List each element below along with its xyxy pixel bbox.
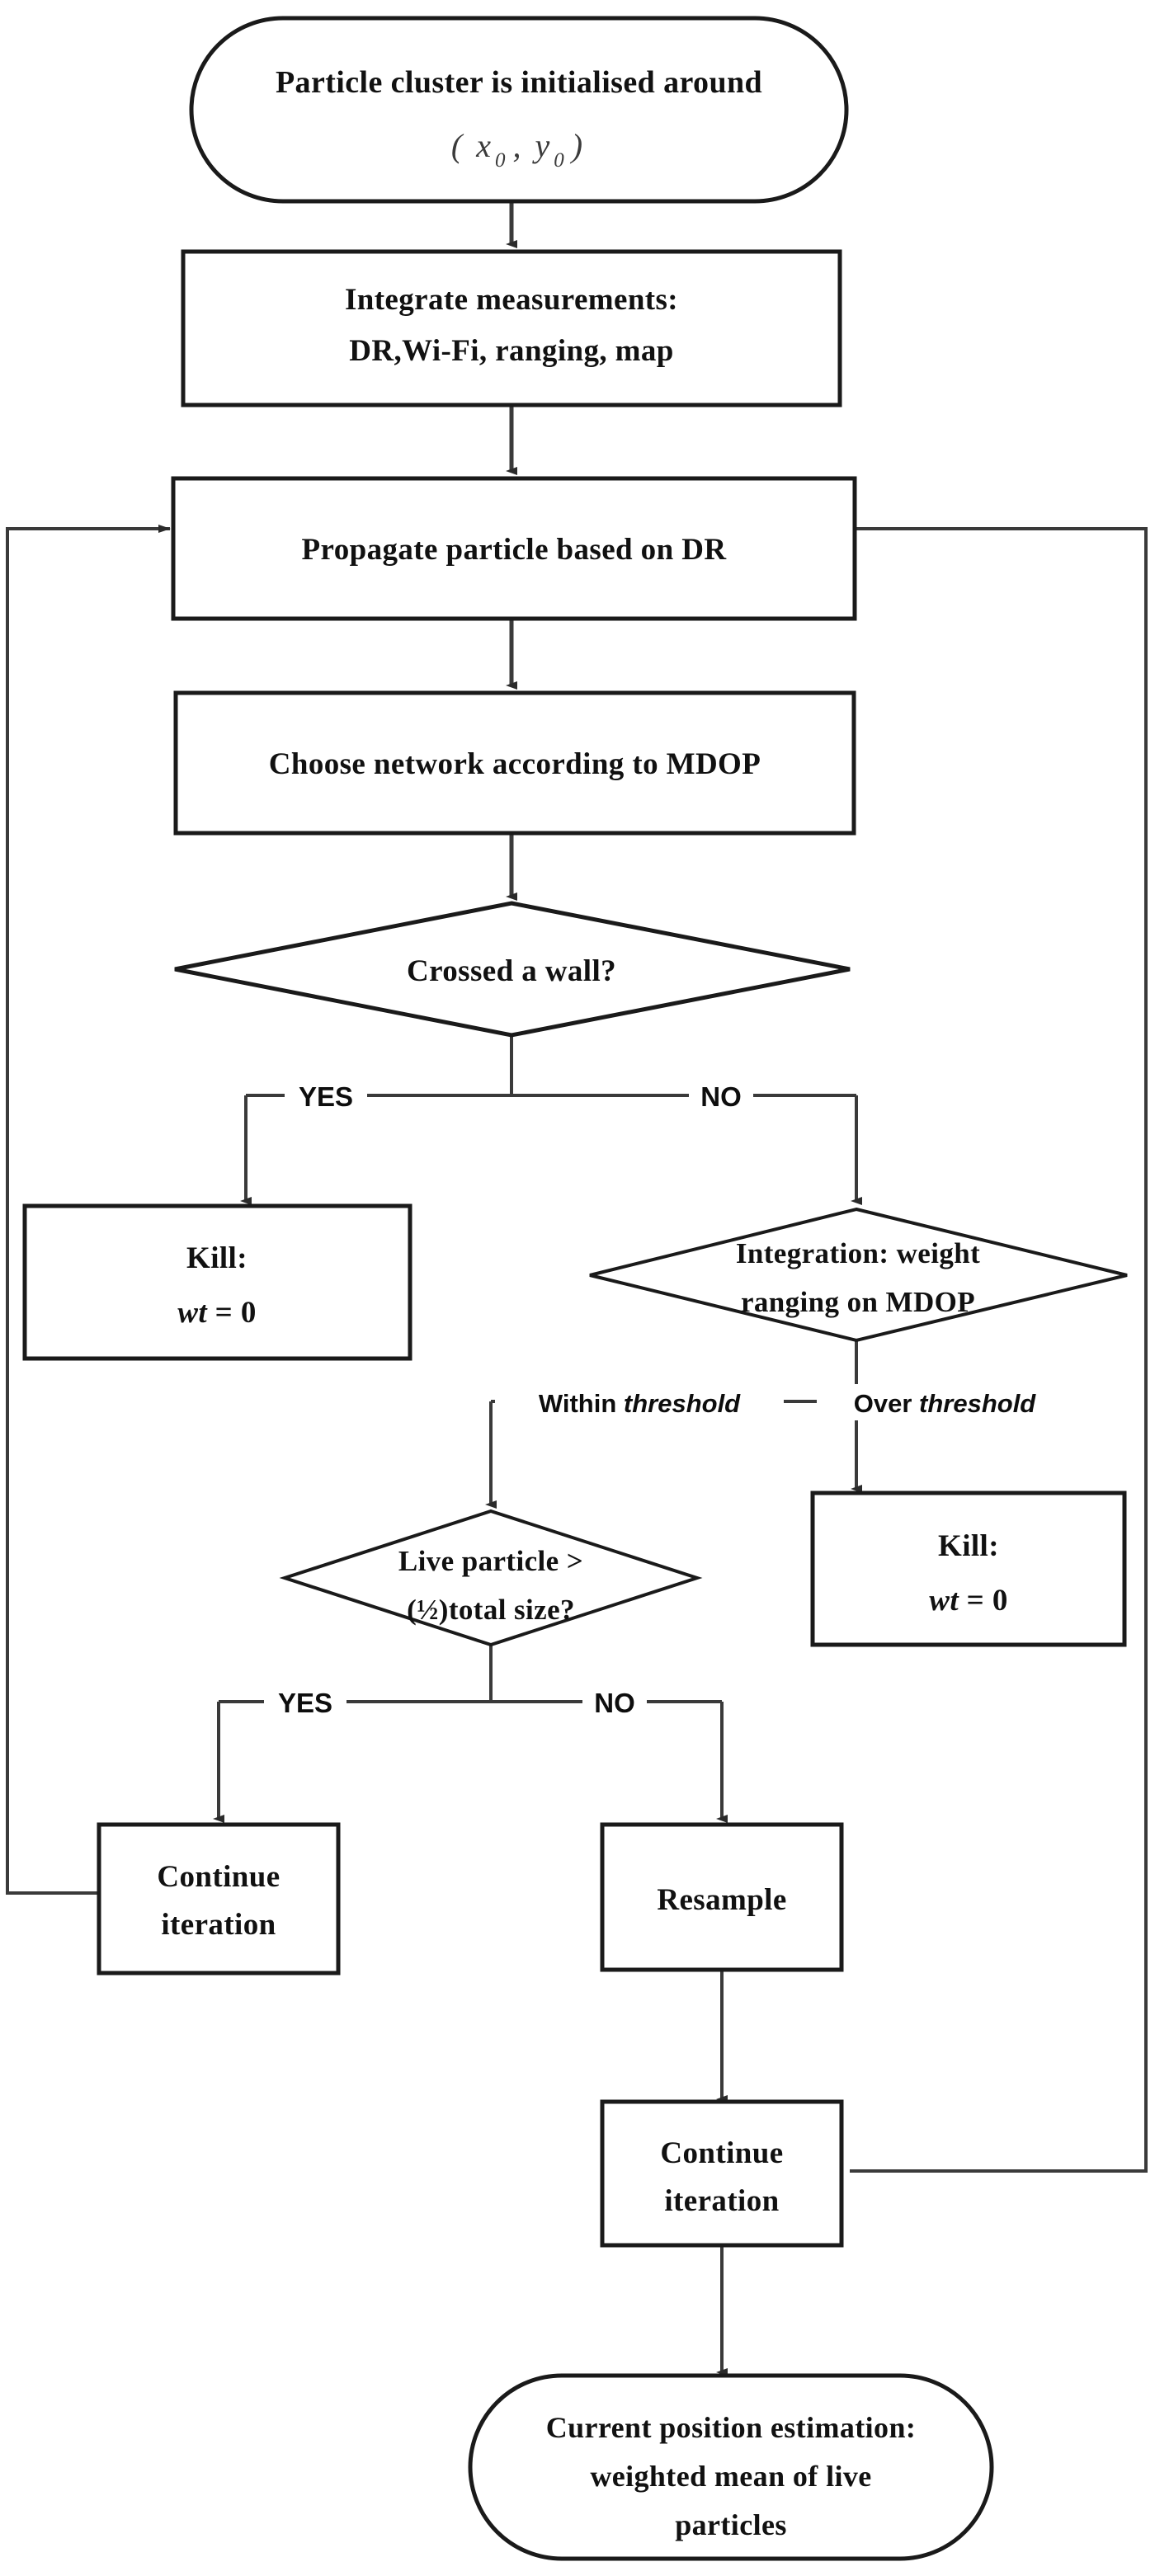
- edge-label-wall-no-bg: [689, 1076, 753, 1114]
- node-start-line2: (x0,y0): [451, 127, 587, 172]
- node-choose-network-line1: Choose network according to MDOP: [269, 747, 761, 781]
- node-kill-right-line1: Kill:: [938, 1529, 999, 1563]
- edge-label-wall-no: NO: [700, 1081, 742, 1112]
- edge-label-wall-yes: YES: [299, 1081, 353, 1112]
- node-integration-weight[interactable]: [589, 1207, 1128, 1343]
- node-propagate-line1: Propagate particle based on DR: [302, 533, 728, 567]
- node-crossed-wall-line1: Crossed a wall?: [407, 954, 616, 988]
- node-end-line1: Current position estimation:: [546, 2411, 917, 2444]
- start-y: y: [532, 127, 554, 164]
- node-live-particle-line2: (½)total size?: [407, 1594, 575, 1626]
- node-integrate-line2: DR,Wi-Fi, ranging, map: [349, 334, 674, 368]
- start-x-sub: 0: [495, 149, 510, 172]
- start-y-sub: 0: [554, 149, 568, 172]
- node-integrate[interactable]: [181, 249, 842, 407]
- node-continue-left-line1: Continue: [157, 1860, 280, 1894]
- node-propagate[interactable]: [171, 476, 857, 621]
- start-paren-open: (: [451, 127, 466, 164]
- node-kill-right[interactable]: [810, 1491, 1127, 1647]
- node-continue-bottom-line2: iteration: [664, 2184, 779, 2218]
- node-kill-left-line1: Kill:: [186, 1241, 248, 1275]
- edge-label-over-threshold: Over threshold: [854, 1389, 1037, 1418]
- node-crossed-wall[interactable]: [174, 901, 851, 1038]
- node-integration-weight-line1: Integration: weight: [736, 1237, 980, 1269]
- node-end-line3: particles: [675, 2508, 787, 2541]
- node-kill-right-line2: wt = 0: [929, 1584, 1007, 1618]
- edge-label-over-threshold-bg: [817, 1384, 1072, 1420]
- node-end[interactable]: [468, 2373, 994, 2561]
- node-continue-left-line2: iteration: [161, 1908, 276, 1942]
- edge-label-live-no-bg: [582, 1683, 647, 1721]
- node-kill-left[interactable]: [22, 1203, 412, 1361]
- edge-feedback-right: [843, 525, 1148, 2173]
- node-start[interactable]: [189, 16, 849, 204]
- node-kill-right-rest: = 0: [959, 1584, 1008, 1618]
- edge-label-wall-yes-bg: [285, 1076, 367, 1114]
- node-kill-right-var: wt: [929, 1584, 959, 1618]
- node-live-particle[interactable]: [279, 1509, 703, 1647]
- node-continue-bottom[interactable]: [600, 2099, 844, 2248]
- over-threshold-italic: threshold: [919, 1389, 1036, 1418]
- node-resample[interactable]: [600, 1822, 844, 1972]
- edge-label-within-threshold: Within threshold: [539, 1389, 741, 1418]
- node-live-particle-line1: Live particle >: [398, 1545, 583, 1577]
- node-resample-line1: Resample: [657, 1883, 786, 1917]
- node-continue-bottom-line1: Continue: [660, 2136, 783, 2170]
- edge-label-within-threshold-bg: [495, 1384, 784, 1420]
- start-x: x: [475, 127, 495, 164]
- start-comma: ,: [513, 127, 526, 164]
- node-start-line1: Particle cluster is initialised around: [276, 65, 762, 100]
- edge-feedback-left: [6, 525, 171, 1895]
- node-integrate-line1: Integrate measurements:: [345, 283, 678, 317]
- node-end-line2: weighted mean of live: [590, 2460, 871, 2493]
- within-threshold-prefix: Within: [539, 1389, 624, 1418]
- within-threshold-italic: threshold: [624, 1389, 741, 1418]
- node-integration-weight-line2: ranging on MDOP: [741, 1286, 975, 1318]
- node-kill-left-var: wt: [177, 1296, 208, 1330]
- node-kill-left-line2: wt = 0: [177, 1296, 256, 1330]
- edge-label-live-yes: YES: [278, 1688, 332, 1718]
- node-choose-network[interactable]: [173, 690, 856, 836]
- edge-label-live-no: NO: [594, 1688, 635, 1718]
- over-threshold-prefix: Over: [854, 1389, 919, 1418]
- svg-text:(x0,y0): (x0,y0): [451, 127, 587, 172]
- node-kill-left-rest: = 0: [207, 1296, 257, 1330]
- start-paren-close: ): [570, 127, 587, 164]
- node-continue-left[interactable]: [97, 1822, 341, 1976]
- edge-label-live-yes-bg: [264, 1683, 346, 1721]
